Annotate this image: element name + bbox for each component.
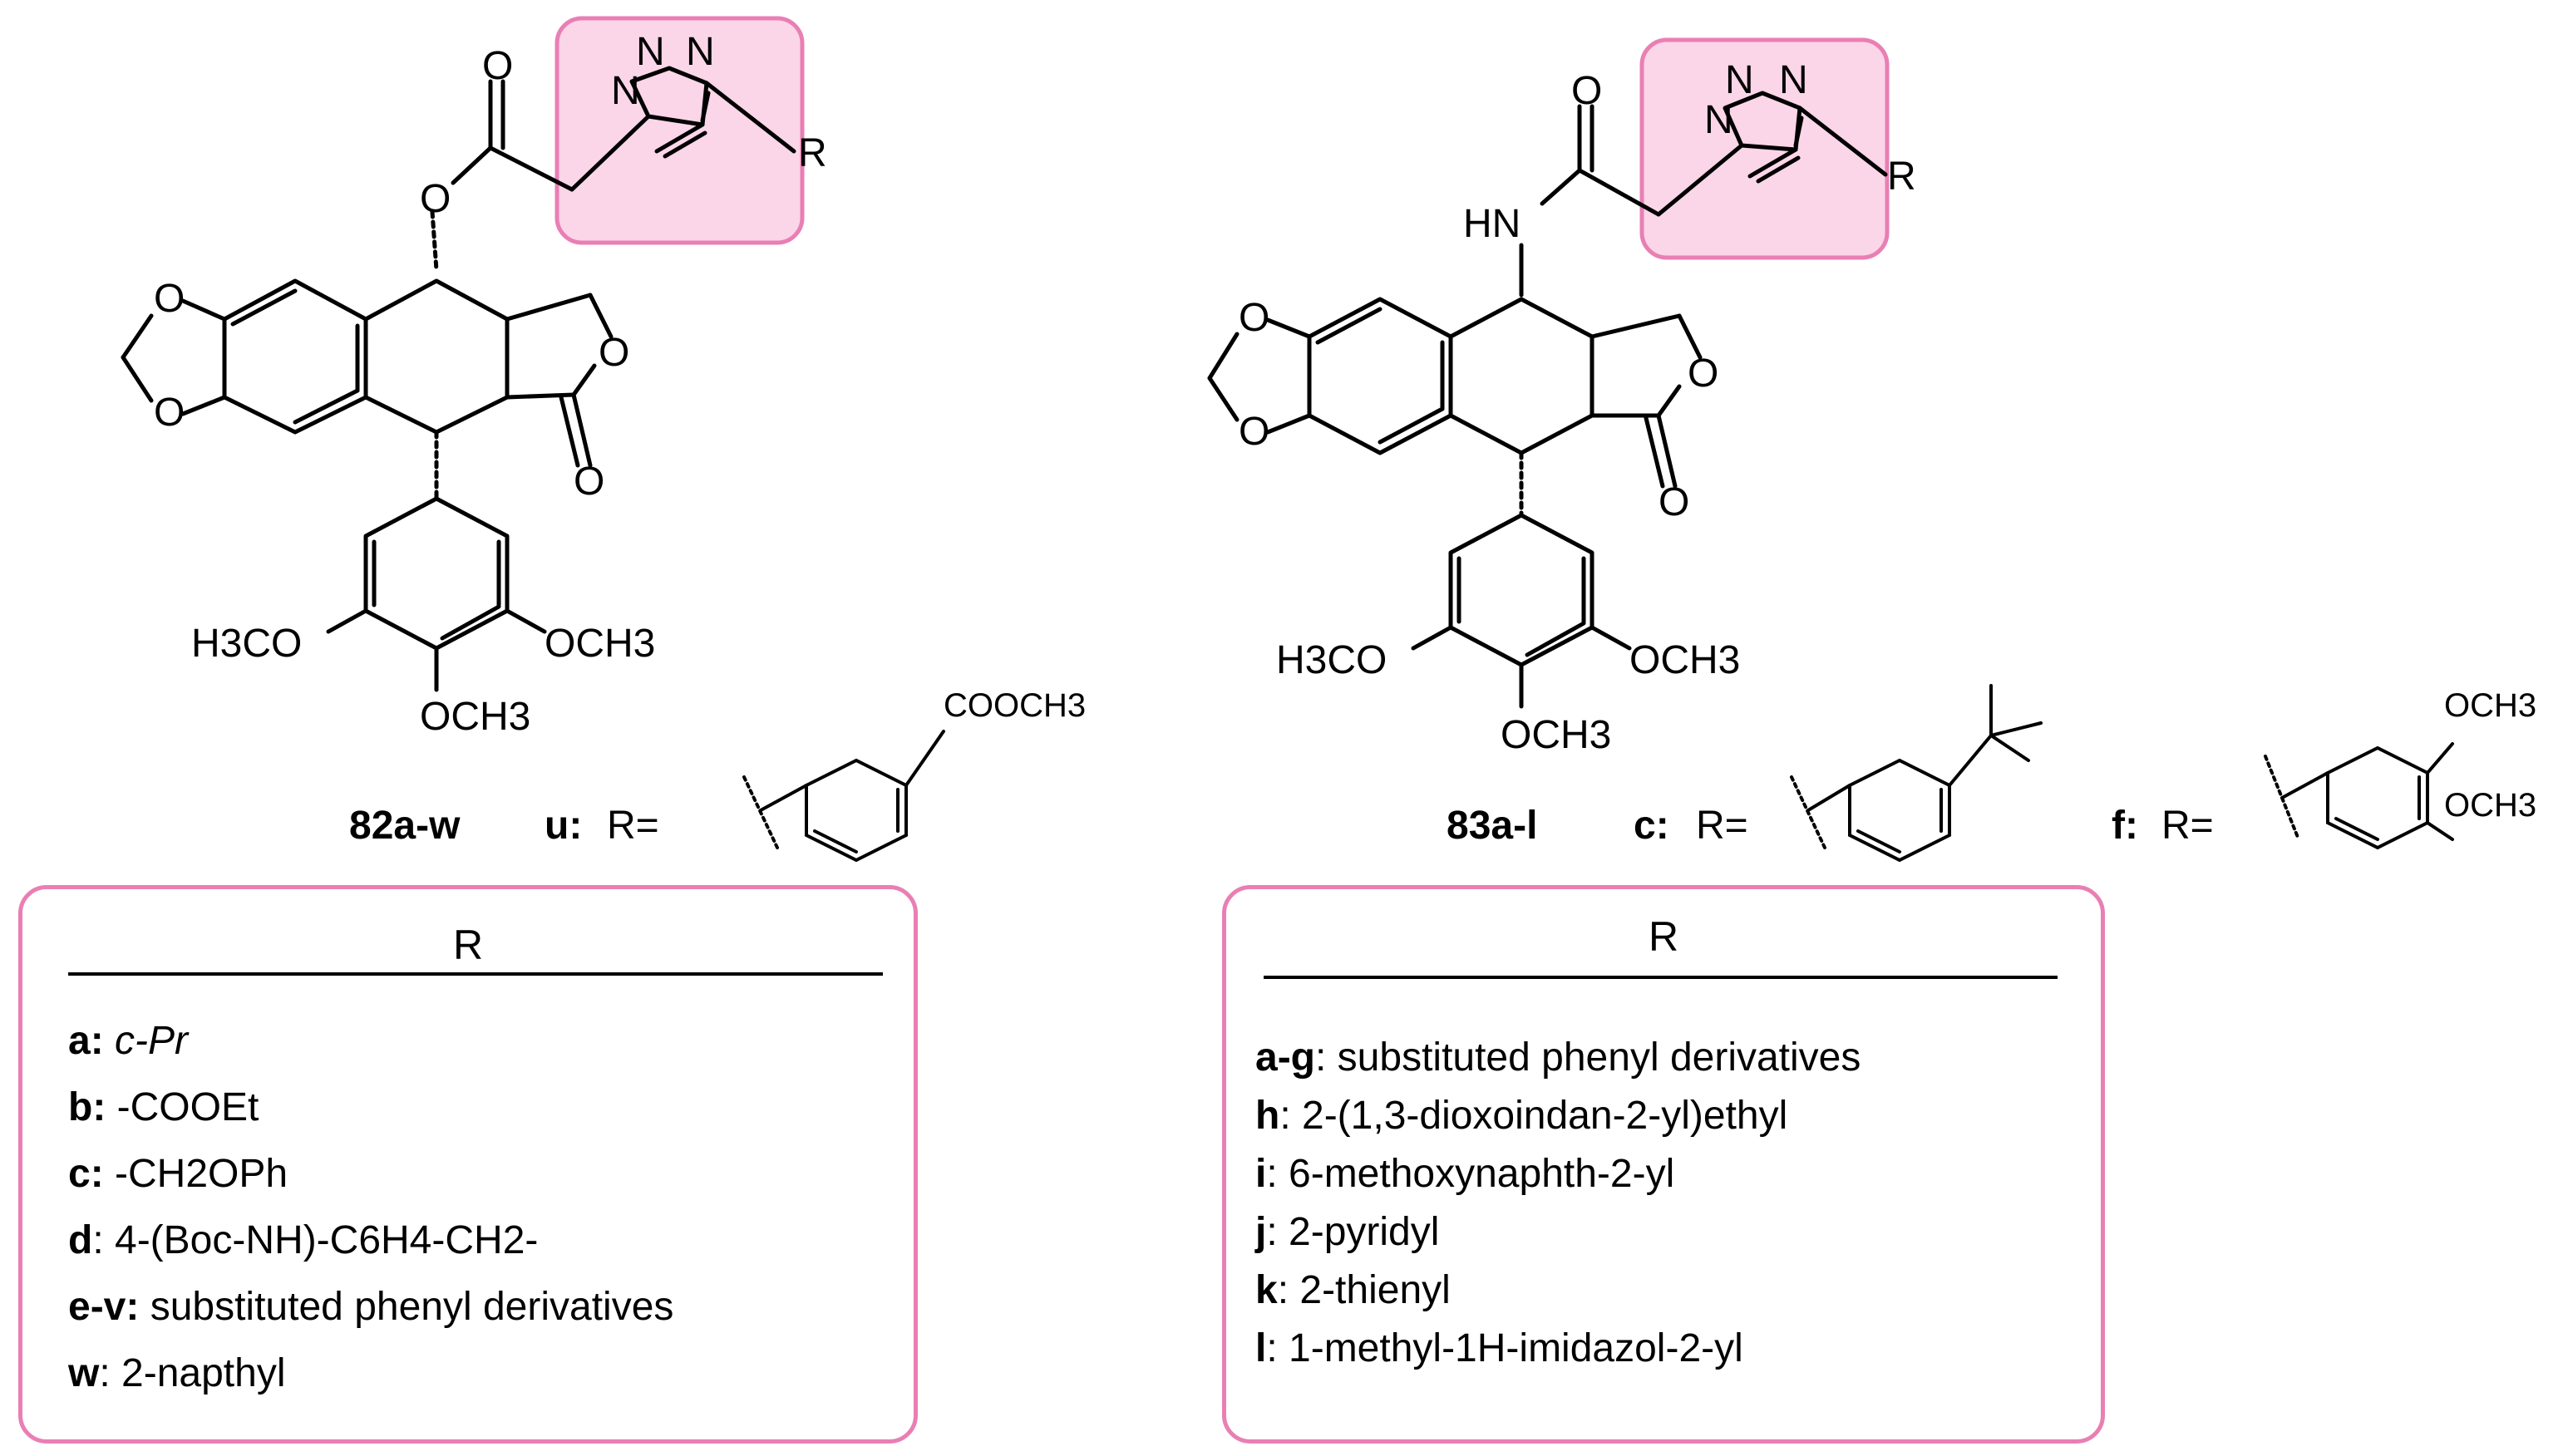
r-table-82: R a: c-Pr b: -COOEt c: -CH2OPh d: 4-(Boc…: [18, 885, 918, 1444]
compound-label-83: 83a-l: [1447, 804, 1538, 848]
atom-o-carbonyl-82: O: [482, 44, 513, 88]
atom-o-lactone-83: O: [1688, 352, 1718, 396]
structure-82: [121, 16, 805, 692]
atom-n2-83: N: [1725, 58, 1754, 102]
r-group-u-fragment: [742, 730, 945, 863]
group-och3-b: OCH3: [2444, 787, 2536, 824]
r-row-a-g: a-g: substituted phenyl derivatives: [1255, 1035, 1861, 1080]
r-row-l: l: 1-methyl-1H-imidazol-2-yl: [1255, 1326, 1743, 1370]
atom-o-dioxole1-82: O: [154, 277, 185, 321]
atom-r-83: R: [1887, 155, 1916, 199]
atom-o-dioxole2-83: O: [1239, 410, 1269, 454]
atom-o-dioxole2-82: O: [154, 391, 185, 435]
r-row-c: c: -CH2OPh: [68, 1152, 288, 1196]
structure-83: [1207, 37, 1890, 709]
group-cooch3: COOCH3: [944, 687, 1086, 724]
r-row-w: w: 2-napthyl: [68, 1351, 286, 1395]
atom-h3co-83: H3CO: [1276, 638, 1387, 682]
example-prefix-f: R=: [2161, 804, 2214, 848]
atom-och3-para-83: OCH3: [1501, 713, 1611, 757]
r-row-a: a: c-Pr: [68, 1019, 189, 1063]
r-row-e-v: e-v: substituted phenyl derivatives: [68, 1285, 674, 1329]
atom-h3co-82: H3CO: [191, 622, 302, 666]
atom-o-lactone-carbonyl-82: O: [574, 460, 604, 504]
atom-n1-82: N: [611, 69, 640, 113]
atom-och3-right-82: OCH3: [545, 622, 655, 666]
atom-n2-82: N: [636, 30, 665, 74]
atom-o-lactone-82: O: [599, 331, 629, 375]
r-table-83-rule: [1264, 976, 2058, 979]
r-group-c-fragment: [1790, 684, 2043, 863]
r-row-b: b: -COOEt: [68, 1085, 259, 1129]
atom-o-lactone-carbonyl-83: O: [1659, 480, 1689, 524]
compound-label-82: 82a-w: [349, 804, 461, 848]
atom-o-ester-82: O: [420, 177, 451, 221]
example-prefix-c: R=: [1696, 804, 1748, 848]
r-row-j: j: 2-pyridyl: [1255, 1210, 1440, 1254]
atom-o-dioxole1-83: O: [1239, 296, 1269, 340]
r-row-i: i: 6-methoxynaphth-2-yl: [1255, 1152, 1675, 1196]
r-row-h: h: 2-(1,3-dioxoindan-2-yl)ethyl: [1255, 1094, 1788, 1138]
r-table-82-rule: [68, 972, 883, 976]
r-table-82-header: R: [452, 922, 484, 968]
r-row-k: k: 2-thienyl: [1255, 1268, 1451, 1312]
r-group-f-fragment: [2264, 742, 2454, 850]
r-row-d: d: 4-(Boc-NH)-C6H4-CH2-: [68, 1218, 539, 1262]
atom-o-carbonyl-83: O: [1571, 69, 1602, 113]
atom-hn-83: HN: [1463, 202, 1521, 246]
example-prefix-u: R=: [607, 804, 659, 848]
r-table-83: R a-g: substituted phenyl derivatives h:…: [1222, 885, 2105, 1444]
group-och3-a: OCH3: [2444, 687, 2536, 724]
atom-n3-83: N: [1779, 58, 1808, 102]
atom-och3-right-83: OCH3: [1629, 638, 1740, 682]
triazole-highlight-82: [554, 16, 805, 245]
example-code-c: c:: [1634, 804, 1669, 848]
example-code-f: f:: [2112, 804, 2138, 848]
atom-och3-para-82: OCH3: [420, 695, 530, 739]
atom-r-82: R: [798, 131, 827, 175]
example-code-u: u:: [545, 804, 583, 848]
atom-n1-83: N: [1704, 98, 1733, 142]
atom-n3-82: N: [686, 30, 715, 74]
r-table-83-header: R: [1648, 913, 1679, 960]
